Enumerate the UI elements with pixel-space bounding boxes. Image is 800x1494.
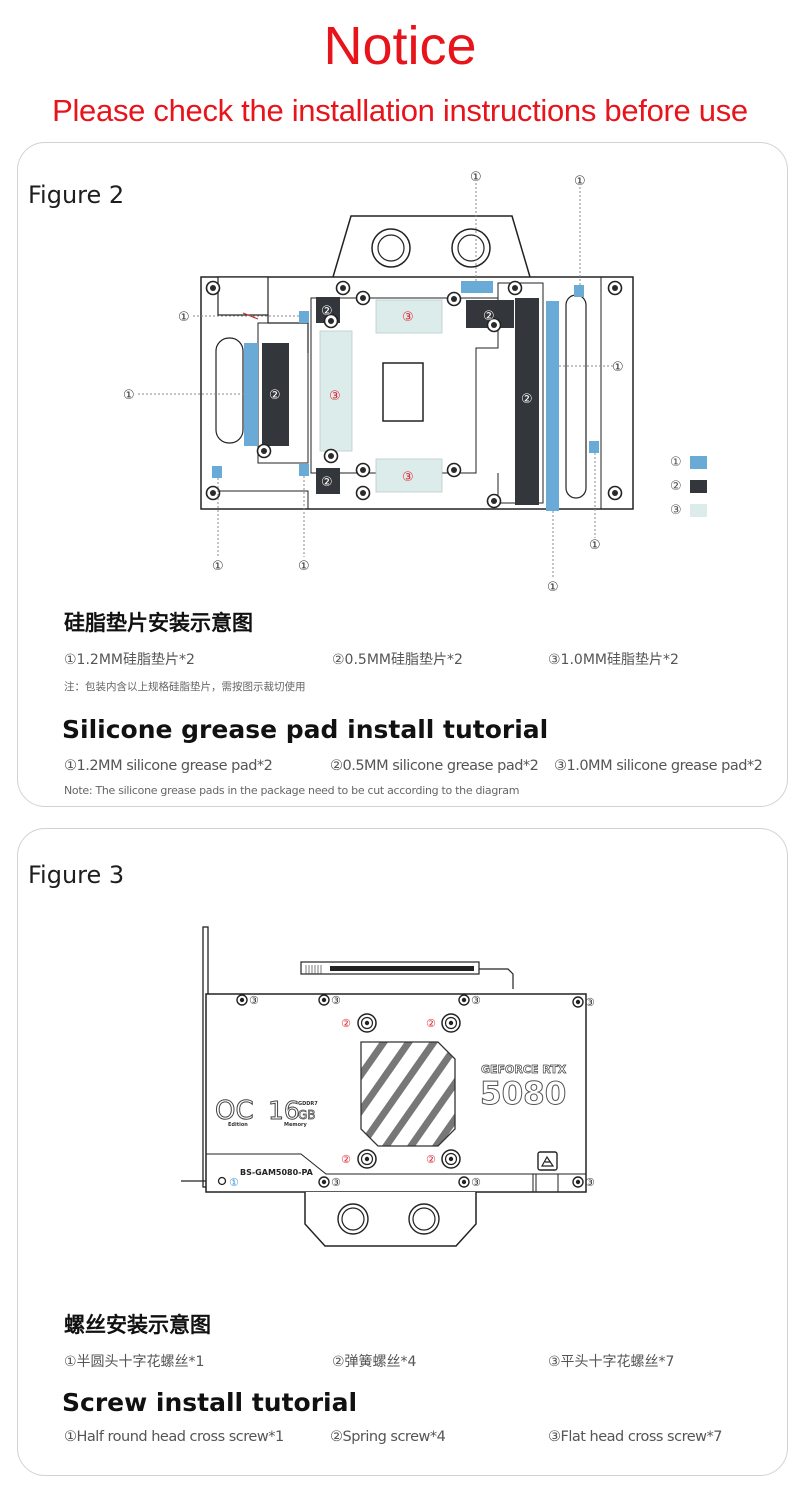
figure2-label: Figure 2 [28, 181, 125, 209]
marker-2: ② [341, 1153, 351, 1166]
part-number-text: BS-GAM5080-PA [240, 1168, 314, 1177]
marker-3: ③ [329, 389, 341, 404]
figure2-panel: Figure 2 [17, 142, 788, 807]
en-item-2: ②0.5MM silicone grease pad*2 [330, 758, 539, 774]
marker-1: ① [589, 538, 601, 553]
marker-2: ② [341, 1017, 351, 1030]
marker-3: ③ [585, 1176, 595, 1189]
en-note: Note: The silicone grease pads in the pa… [64, 784, 520, 797]
marker-2: ② [521, 392, 533, 407]
marker-1: ① [212, 559, 224, 574]
notice-title: Notice [323, 16, 477, 76]
cn-item-2: ②弹簧螺丝*4 [332, 1354, 417, 1370]
outlet-block [304, 1192, 477, 1247]
legend-swatch [689, 504, 707, 517]
marker-1: ① [612, 360, 624, 375]
marker-3: ③ [402, 470, 414, 485]
legend-swatch [689, 456, 707, 469]
notice-subtitle: Please check the installation instructio… [52, 93, 748, 128]
pad-layout-diagram: ① ① ① ① ① ① ① ① ① ② ② ② ② ② ③ ③ ③ [123, 170, 634, 595]
cn-item-1: ①半圆头十字花螺丝*1 [64, 1354, 205, 1370]
figure3-panel: Figure 3 [17, 828, 788, 1476]
figure3-label: Figure 3 [28, 861, 125, 889]
marker-3: ③ [402, 310, 414, 325]
en-title: Screw install tutorial [62, 1388, 358, 1417]
en-title: Silicone grease pad install tutorial [62, 715, 549, 744]
marker-1: ① [123, 388, 135, 403]
legend-item: ③ [670, 503, 707, 518]
marker-2: ② [269, 388, 281, 403]
marker-1: ① [470, 170, 482, 185]
legend-item: ① [670, 455, 707, 470]
cn-item-3: ③1.0MM硅脂垫片*2 [548, 652, 679, 668]
legend-swatch [689, 480, 707, 493]
marker-1: ① [547, 580, 559, 595]
en-item-3: ③Flat head cross screw*7 [548, 1429, 723, 1445]
legend-item: ② [670, 479, 707, 494]
memory-size-text: 16 [268, 1096, 300, 1125]
marker-3: ③ [331, 994, 341, 1007]
cn-item-3: ③平头十字花螺丝*7 [548, 1354, 675, 1370]
cn-note: 注：包装内含以上规格硅脂垫片，需按图示裁切使用 [64, 681, 306, 693]
marker-3: ③ [585, 996, 595, 1009]
marker-3: ③ [471, 1176, 481, 1189]
brand-text: GEFORCE RTX [481, 1063, 567, 1076]
marker-2: ② [426, 1017, 436, 1030]
marker-2: ② [321, 304, 333, 319]
screw-layout-diagram: GEFORCE RTX 5080 OC Edition 16 GDDR7 GB … [181, 926, 595, 1247]
marker-3: ③ [249, 994, 259, 1007]
marker-1: ① [298, 559, 310, 574]
cn-title: 硅脂垫片安装示意图 [64, 611, 253, 635]
pad-legend: ① ② ③ [670, 455, 730, 525]
en-item-1: ①Half round head cross screw*1 [64, 1429, 284, 1445]
model-text: 5080 [480, 1076, 566, 1112]
gb-text: GB [298, 1108, 316, 1122]
gddr-text: GDDR7 [298, 1101, 318, 1107]
marker-2: ② [321, 475, 333, 490]
en-item-2: ②Spring screw*4 [330, 1429, 446, 1445]
en-item-1: ①1.2MM silicone grease pad*2 [64, 758, 273, 774]
marker-3: ③ [471, 994, 481, 1007]
en-item-3: ③1.0MM silicone grease pad*2 [554, 758, 763, 774]
cn-title: 螺丝安装示意图 [64, 1313, 211, 1337]
marker-3: ③ [331, 1176, 341, 1189]
cn-item-2: ②0.5MM硅脂垫片*2 [332, 652, 463, 668]
cn-item-1: ①1.2MM硅脂垫片*2 [64, 652, 195, 668]
brand-logo-icon [537, 1151, 558, 1171]
memory-text: Memory [284, 1122, 307, 1128]
oc-text: OC [215, 1096, 254, 1126]
marker-1: ① [229, 1176, 239, 1189]
edition-text: Edition [228, 1122, 248, 1128]
marker-2: ② [483, 309, 495, 324]
marker-2: ② [426, 1153, 436, 1166]
marker-1: ① [574, 174, 586, 189]
marker-1: ① [178, 310, 190, 325]
